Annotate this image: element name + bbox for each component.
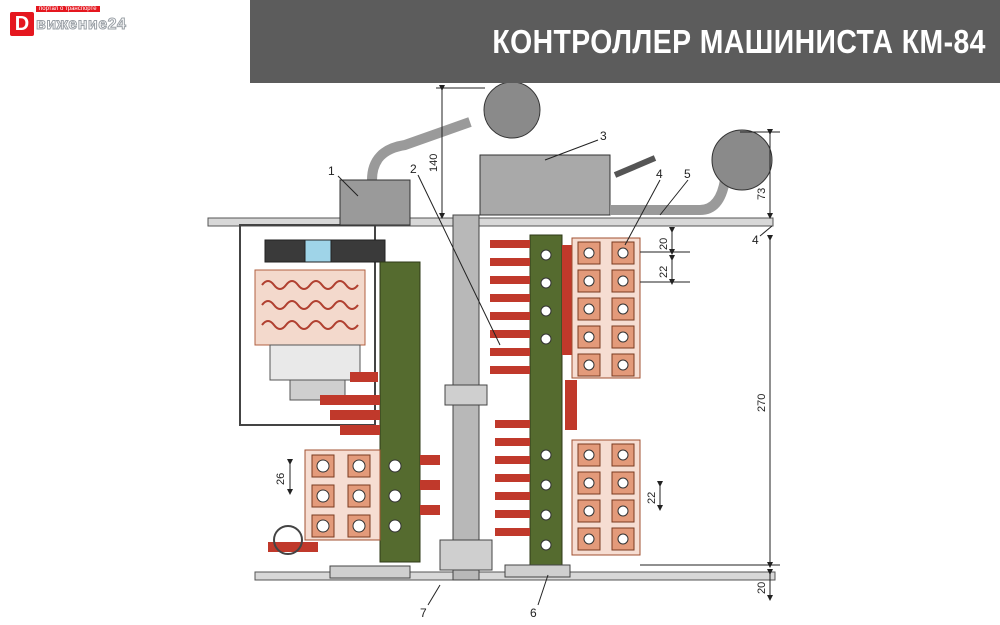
right-upper-terminals <box>571 237 641 379</box>
logo[interactable]: D портал о транспорте вижение24 <box>10 6 127 38</box>
top-plate <box>207 217 774 227</box>
callout-3: 3 <box>600 129 607 143</box>
callout-7: 7 <box>420 606 427 620</box>
leader-lines <box>337 139 773 606</box>
left-housing <box>239 224 376 426</box>
right-fins <box>490 240 577 536</box>
right-handle-ball <box>711 129 773 191</box>
left-terminal-block <box>304 449 402 541</box>
callout-5: 5 <box>684 167 691 181</box>
callout-4-right: 4 <box>752 233 759 247</box>
spring-group <box>254 269 366 346</box>
dim-26: 26 <box>275 473 287 485</box>
dim-22-top: 22 <box>658 266 670 278</box>
dim-20-top: 20 <box>658 238 670 250</box>
logo-name: вижение24 <box>35 16 127 34</box>
dimension-lines <box>287 85 780 601</box>
logo-tagline: портал о транспорте <box>36 6 100 12</box>
left-cam-shaft <box>379 261 421 563</box>
right-lower-terminals <box>571 439 641 556</box>
logo-text: портал о транспорте вижение24 <box>35 6 127 34</box>
dim-140: 140 <box>428 154 440 172</box>
left-handle-ball <box>483 81 541 139</box>
dim-73: 73 <box>756 188 768 200</box>
callout-4-top: 4 <box>656 167 663 181</box>
title-bar: КОНТРОЛЛЕР МАШИНИСТА КМ-84 <box>250 0 1000 83</box>
left-contacts <box>268 372 440 552</box>
callout-6: 6 <box>530 606 537 620</box>
logo-mark: D <box>10 12 34 36</box>
dim-20-bottom: 20 <box>756 582 768 594</box>
dim-22-bottom: 22 <box>646 492 658 504</box>
callout-1: 1 <box>328 164 335 178</box>
dim-270: 270 <box>756 394 768 412</box>
callout-2: 2 <box>410 162 417 176</box>
page-title: КОНТРОЛЛЕР МАШИНИСТА КМ-84 <box>492 22 986 60</box>
right-handle-base <box>479 154 611 216</box>
